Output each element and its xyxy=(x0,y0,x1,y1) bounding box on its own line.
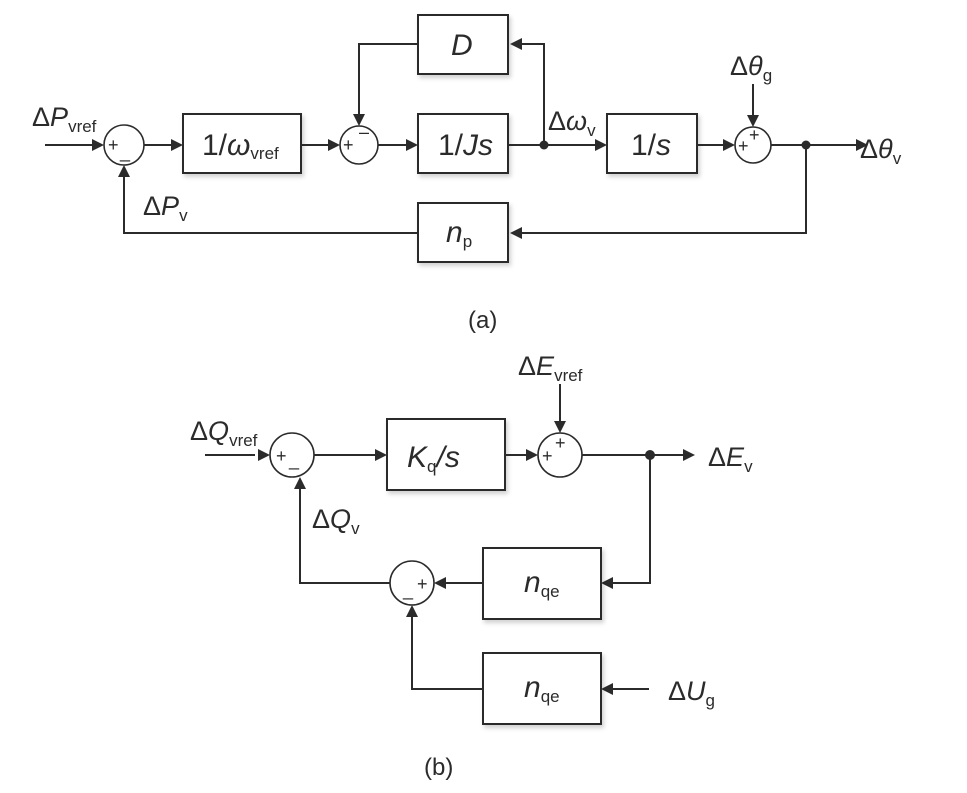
arrowhead xyxy=(856,139,868,151)
label-theta-g: Δθg xyxy=(730,51,772,85)
arrowhead xyxy=(747,115,759,127)
arrowhead xyxy=(118,165,130,177)
arrowhead xyxy=(510,227,522,239)
diagram-a: ΔPvref + _ 1/ωvref + – 1/Js D Δωv xyxy=(32,14,902,334)
arrowhead xyxy=(406,605,418,617)
block-inv-omega-label: 1/ωvref xyxy=(202,129,279,163)
sign-plus: + xyxy=(343,135,354,155)
block-inv-omega-vref xyxy=(182,113,302,174)
arrowhead xyxy=(526,449,538,461)
wire-e-feedback xyxy=(613,455,651,584)
wire-omega-to-damping xyxy=(520,43,545,145)
arrowhead xyxy=(92,139,104,151)
block-damping xyxy=(417,14,509,75)
arrowhead xyxy=(328,139,340,151)
sign-minus: _ xyxy=(119,142,131,163)
sign-plus: + xyxy=(738,136,749,156)
block-np-label: np xyxy=(446,216,472,251)
diagram-b: ΔQvref + _ Kq/s + + ΔEvref ΔEv nqe xyxy=(190,351,753,781)
junction-dot xyxy=(539,140,549,150)
arrowhead xyxy=(510,38,522,50)
label-omega-v: Δωv xyxy=(548,106,596,140)
block-integrator-label: 1/s xyxy=(631,129,671,162)
label-e-vref: ΔEvref xyxy=(518,351,583,385)
label-theta-v: Δθv xyxy=(860,134,902,168)
arrowhead xyxy=(294,477,306,489)
wire-q-v xyxy=(299,489,390,584)
block-kq-label: Kq/s xyxy=(407,441,460,476)
sign-minus: _ xyxy=(288,450,300,471)
sign-plus: + xyxy=(542,446,553,466)
arrowhead xyxy=(683,449,695,461)
block-inv-js-label: 1/Js xyxy=(438,129,493,162)
arrowhead xyxy=(375,449,387,461)
arrowhead xyxy=(554,421,566,433)
wire-damping-feedback xyxy=(358,43,418,116)
label-u-g: ΔUg xyxy=(668,676,715,710)
arrowhead xyxy=(353,114,365,126)
label-q-v: ΔQv xyxy=(312,504,360,538)
wire-p-v xyxy=(123,175,418,234)
arrowhead xyxy=(258,449,270,461)
block-nqe-1 xyxy=(482,547,602,620)
arrowhead xyxy=(434,577,446,589)
sign-plus: + xyxy=(276,446,287,466)
sign-plus: + xyxy=(108,135,119,155)
sign-plus: + xyxy=(749,125,760,145)
label-e-v: ΔEv xyxy=(708,442,753,476)
label-p-v: ΔPv xyxy=(143,191,188,225)
block-integrator xyxy=(606,113,698,174)
caption-b: (b) xyxy=(424,754,453,781)
sign-plus: + xyxy=(555,433,566,453)
wire xyxy=(411,617,483,690)
block-nqe-2 xyxy=(482,652,602,725)
sign-minus: _ xyxy=(402,580,414,601)
wire-theta-feedback xyxy=(520,145,807,234)
arrowhead xyxy=(595,139,607,151)
arrowhead xyxy=(171,139,183,151)
arrowhead xyxy=(406,139,418,151)
block-nqe-2-label: nqe xyxy=(524,671,560,706)
block-nqe-1-label: nqe xyxy=(524,566,560,601)
block-kq xyxy=(386,418,506,491)
sign-plus: + xyxy=(417,574,428,594)
block-damping-label: D xyxy=(451,29,473,62)
arrowhead xyxy=(601,683,613,695)
arrowhead xyxy=(723,139,735,151)
label-q-vref: ΔQvref xyxy=(190,416,258,450)
label-p-vref: ΔPvref xyxy=(32,102,97,136)
caption-a: (a) xyxy=(468,307,497,334)
block-inv-js xyxy=(417,113,509,174)
sign-minus: – xyxy=(359,122,369,142)
arrowhead xyxy=(601,577,613,589)
